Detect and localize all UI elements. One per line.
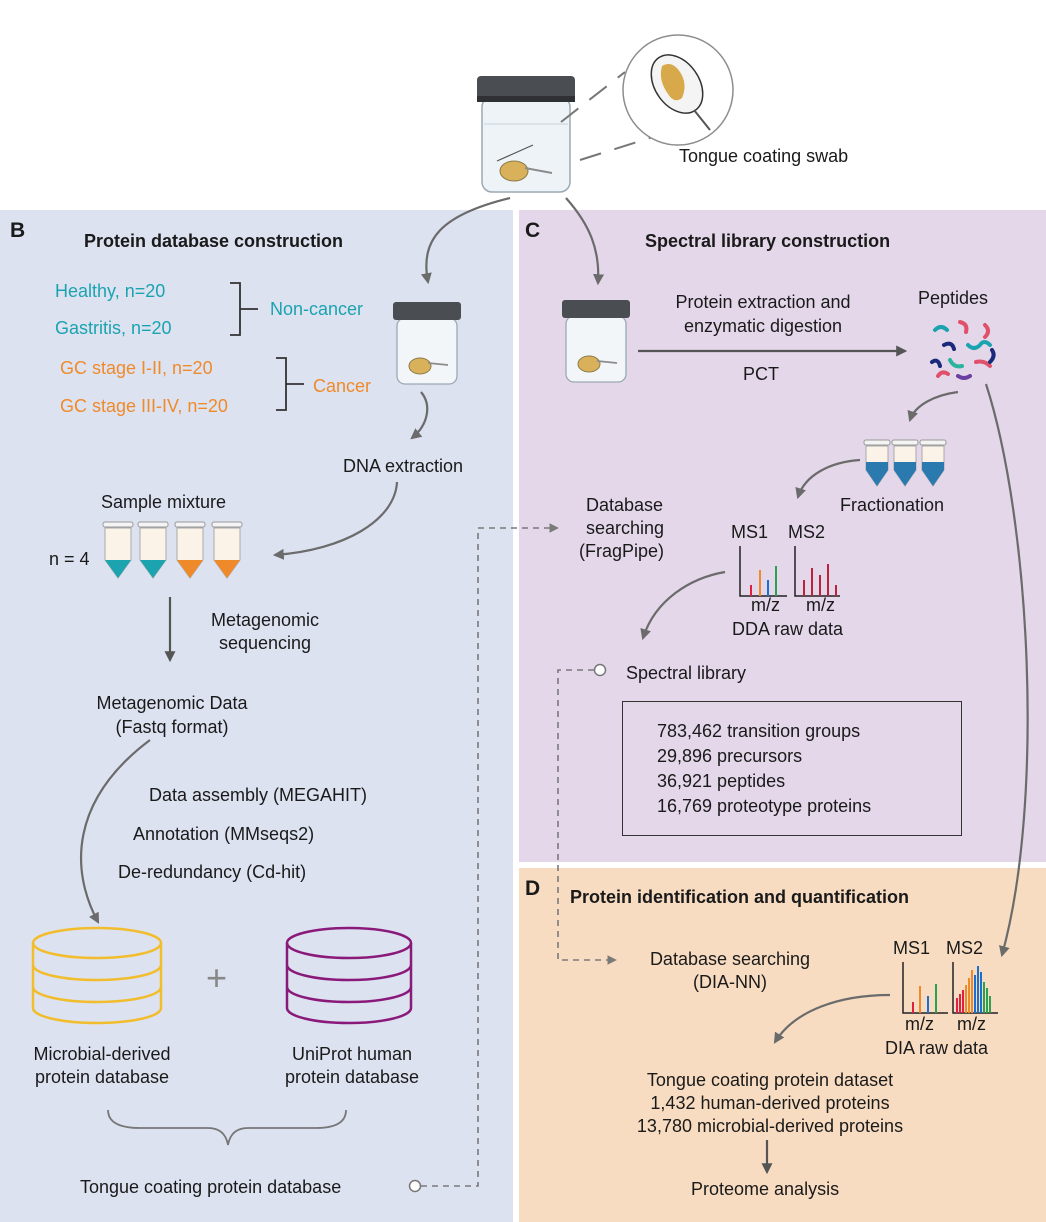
- panel-c-title: Spectral library construction: [645, 231, 891, 251]
- sequencing-line-1: Metagenomic: [210, 610, 320, 630]
- peptides-icon: [930, 320, 996, 380]
- dda-mz-1: m/z: [751, 595, 780, 615]
- microbial-database-icon: [31, 926, 163, 1025]
- extraction-line-2: enzymatic digestion: [683, 316, 843, 336]
- arrow-dna-to-tubes: [272, 481, 399, 560]
- microbial-db-line-2: protein database: [34, 1067, 170, 1087]
- arrow-to-fragpipe: [795, 458, 861, 500]
- stat-transition-groups: 783,462 transition groups: [657, 721, 861, 741]
- fractionation-tubes-icon: [863, 439, 947, 487]
- dataset-title: Tongue coating protein dataset: [646, 1070, 894, 1090]
- peptides-label: Peptides: [918, 288, 989, 308]
- connector-dot-b: [408, 1179, 422, 1193]
- uniprot-database-icon: [285, 926, 413, 1025]
- dna-extraction-label: DNA extraction: [343, 456, 464, 476]
- noncancer-label: Non-cancer: [270, 299, 364, 319]
- dataset-microbial-proteins: 13,780 microbial-derived proteins: [636, 1116, 904, 1136]
- extraction-line-1: Protein extraction and: [675, 292, 851, 312]
- group-gc-early: GC stage I-II, n=20: [60, 358, 213, 378]
- dia-nn-line-1: Database searching: [649, 949, 811, 969]
- panel-d-letter: D: [525, 877, 541, 900]
- panel-b-letter: B: [10, 219, 26, 242]
- dda-ms2-label: MS2: [788, 522, 826, 542]
- dashed-link-db-to-fragpipe: [421, 523, 559, 1187]
- connector-dot-c: [593, 663, 607, 677]
- library-stats-box: [622, 701, 962, 836]
- fragpipe-line-2: searching: [586, 518, 665, 538]
- step-deredundancy: De-redundancy (Cd-hit): [118, 862, 307, 882]
- sample-tubes-icon: [102, 521, 243, 579]
- dda-raw-label: DDA raw data: [732, 619, 844, 639]
- stat-peptides: 36,921 peptides: [657, 771, 786, 791]
- uniprot-db-line-1: UniProt human: [291, 1044, 413, 1064]
- dataset-human-proteins: 1,432 human-derived proteins: [650, 1093, 890, 1113]
- spectral-library-label: Spectral library: [626, 663, 747, 683]
- bracket-noncancer: [230, 282, 258, 336]
- uniprot-db-line-2: protein database: [284, 1067, 420, 1087]
- microbial-db-line-1: Microbial-derived: [33, 1044, 171, 1064]
- zoom-line-top: [560, 71, 626, 123]
- dda-spectrum-ms1: [739, 546, 787, 597]
- final-database-label: Tongue coating protein database: [80, 1177, 342, 1197]
- brace: [107, 1109, 347, 1146]
- dia-nn-line-2: (DIA-NN): [693, 972, 767, 992]
- arrow-to-db: [79, 739, 151, 924]
- step-annotation: Annotation (MMseqs2): [133, 824, 315, 844]
- step-assembly: Data assembly (MEGAHIT): [149, 785, 368, 805]
- arrow-to-spectral-library: [640, 570, 726, 641]
- dia-ms1-label: MS1: [893, 938, 931, 958]
- fragpipe-line-1: Database: [586, 495, 664, 515]
- panel-d-title: Protein identification and quantificatio…: [570, 887, 910, 907]
- arrow-to-dataset: [773, 993, 891, 1044]
- dia-mz-2: m/z: [957, 1014, 986, 1034]
- stat-precursors: 29,896 precursors: [657, 746, 803, 766]
- arrow-to-dna: [410, 391, 429, 440]
- dia-spectrum-ms2: [952, 962, 998, 1014]
- fractionation-label: Fractionation: [840, 495, 945, 515]
- dia-spectrum-ms1: [902, 962, 948, 1014]
- cancer-label: Cancer: [313, 376, 372, 396]
- dia-mz-1: m/z: [905, 1014, 934, 1034]
- arrow-to-fractionation: [907, 390, 959, 423]
- swab-zoom-icon: [622, 34, 734, 146]
- fragpipe-line-3: (FragPipe): [579, 541, 665, 561]
- dashed-link-library-to-dianm: [557, 669, 617, 965]
- pct-label: PCT: [743, 364, 779, 384]
- plus-sign: +: [206, 957, 228, 998]
- stat-proteotype-proteins: 16,769 proteotype proteins: [657, 796, 872, 816]
- proteome-analysis-label: Proteome analysis: [691, 1179, 840, 1199]
- jar-b-icon: [393, 302, 461, 385]
- metagenomic-data-line-2: (Fastq format): [115, 717, 229, 737]
- metagenomic-data-line-1: Metagenomic Data: [96, 693, 248, 713]
- sequencing-line-2: sequencing: [218, 633, 312, 653]
- arrow-jar-to-b: [420, 196, 511, 285]
- group-healthy: Healthy, n=20: [55, 281, 166, 301]
- arrow-jar-to-c: [565, 197, 605, 286]
- bracket-cancer: [276, 357, 304, 411]
- zoom-line-bottom: [579, 135, 657, 161]
- panel-c-letter: C: [525, 219, 541, 242]
- sample-mixture-label: Sample mixture: [101, 492, 227, 512]
- dia-ms2-label: MS2: [946, 938, 984, 958]
- arrow-peptides-to-dia: [984, 383, 1029, 958]
- panel-d: [519, 868, 1046, 1222]
- swab-label: Tongue coating swab: [679, 146, 849, 166]
- group-gc-late: GC stage III-IV, n=20: [60, 396, 228, 416]
- group-gastritis: Gastritis, n=20: [55, 318, 172, 338]
- sample-jar-icon: [477, 76, 575, 193]
- dda-mz-2: m/z: [806, 595, 835, 615]
- jar-c-icon: [562, 300, 630, 383]
- dda-spectrum-ms2: [794, 546, 840, 597]
- panel-b-title: Protein database construction: [84, 231, 344, 251]
- n-label: n = 4: [49, 549, 90, 569]
- dia-raw-label: DIA raw data: [885, 1038, 989, 1058]
- dda-ms1-label: MS1: [731, 522, 769, 542]
